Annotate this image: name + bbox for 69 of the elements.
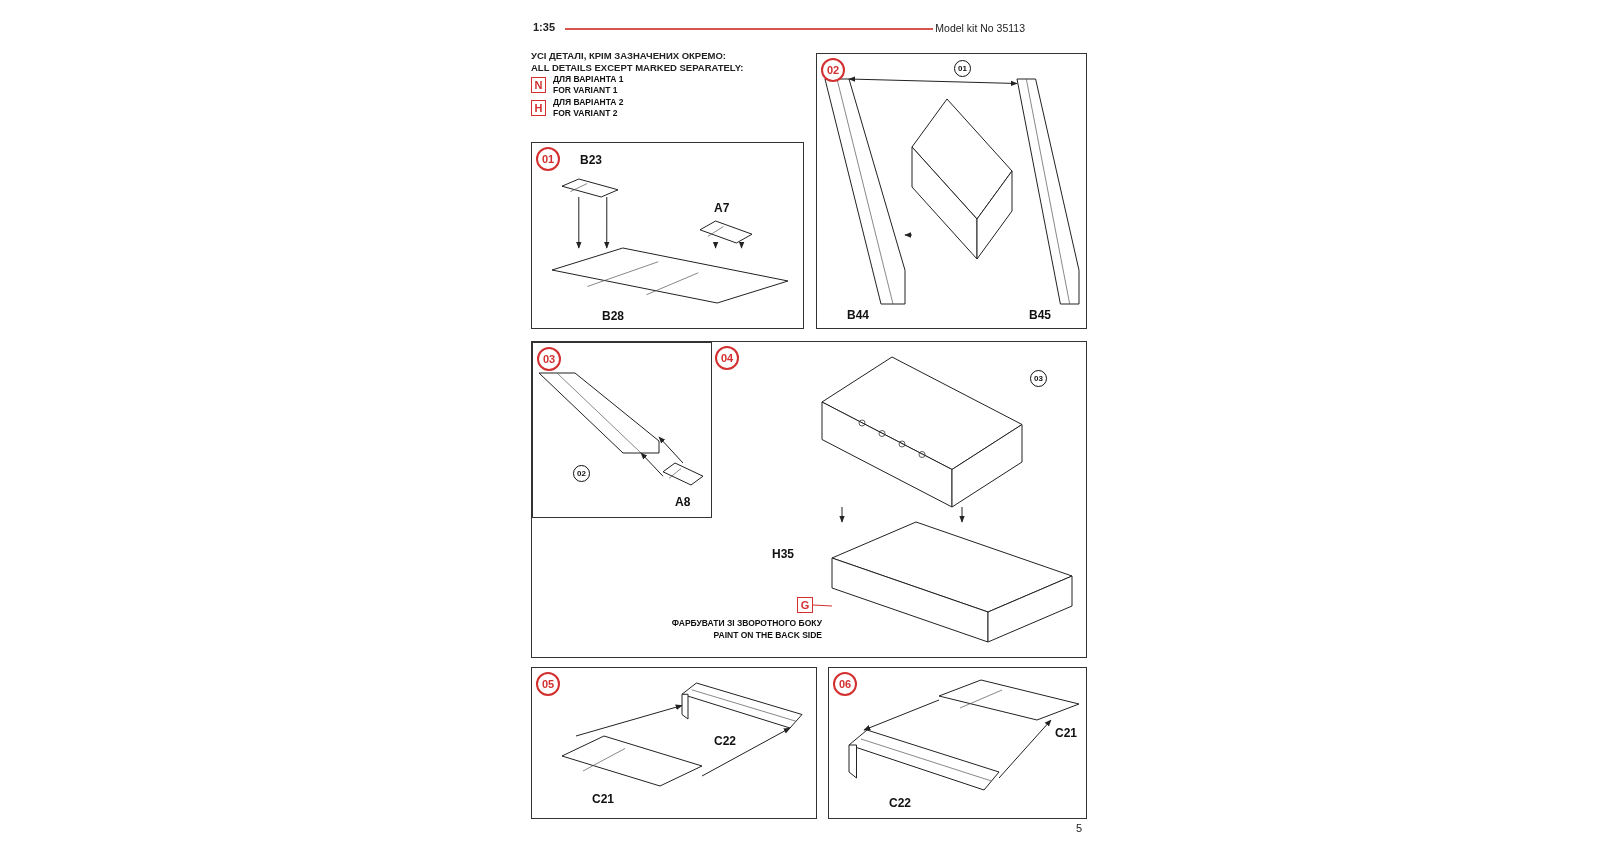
reference-number: 03	[1030, 370, 1047, 387]
step-number: 06	[833, 672, 857, 696]
part-number: C22	[889, 796, 911, 810]
part-number: C21	[1055, 726, 1077, 740]
note-text: ДЛЯ ВАРІАНТА 1	[553, 74, 624, 84]
assembly-arrow	[738, 241, 745, 249]
step-panel	[531, 667, 817, 819]
part-drawing	[912, 99, 1012, 259]
part-drawing	[822, 357, 1022, 507]
note-text: FOR VARIANT 2	[553, 108, 618, 118]
part-drawing	[552, 248, 788, 303]
part-number: H35	[772, 547, 794, 561]
note-text: FOR VARIANT 1	[553, 85, 618, 95]
page-text: Model kit No 35113	[934, 22, 1025, 34]
variant-mark: G	[797, 597, 813, 613]
page-text: УСІ ДЕТАЛІ, КРІМ ЗАЗНАЧЕНИХ ОКРЕМО:	[531, 50, 726, 61]
part-number: B23	[580, 153, 602, 167]
part-number: B28	[602, 309, 624, 323]
assembly-arrow	[959, 506, 965, 523]
part-drawing	[700, 221, 752, 243]
part-number: A8	[675, 495, 691, 509]
step-number: 03	[537, 347, 561, 371]
assembly-arrow	[863, 699, 940, 731]
assembly-arrow	[658, 436, 684, 464]
step-number: 05	[536, 672, 560, 696]
step-panel	[828, 667, 1087, 819]
assembly-arrow	[640, 452, 664, 477]
part-number: B44	[847, 308, 869, 322]
assembly-arrow	[998, 719, 1052, 779]
part-number: A7	[714, 201, 730, 215]
assembly-arrow	[848, 76, 1018, 87]
assembly-arrow	[575, 704, 683, 737]
note-text: ДЛЯ ВАРІАНТА 2	[553, 97, 624, 107]
note-text: ФАРБУВАТИ ЗІ ЗВОРОТНОГО БОКУ	[670, 618, 822, 628]
part-number: C22	[714, 734, 736, 748]
part-drawing	[562, 179, 618, 197]
page-text: ALL DETAILS EXCEPT MARKED SEPARATELY:	[531, 62, 744, 73]
part-number: B45	[1029, 308, 1051, 322]
part-drawing	[682, 683, 802, 728]
step-number: 01	[536, 147, 560, 171]
page-text: 1:35	[533, 21, 556, 33]
part-drawing	[663, 463, 703, 485]
step-panel	[531, 142, 804, 329]
part-drawing	[849, 730, 999, 790]
assembly-arrow	[603, 196, 610, 249]
part-drawing	[1017, 79, 1079, 304]
part-number: C21	[592, 792, 614, 806]
part-drawing	[939, 680, 1079, 720]
variant-mark: N	[531, 77, 546, 93]
part-drawing	[832, 522, 1072, 642]
assembly-arrow	[712, 241, 719, 249]
step-number: 04	[715, 346, 739, 370]
assembly-arrow	[839, 506, 845, 523]
reference-number: 02	[573, 465, 590, 482]
step-panel	[532, 342, 712, 518]
step-panel	[531, 341, 1087, 658]
assembly-arrow	[701, 727, 791, 777]
part-drawing	[825, 79, 905, 304]
part-drawing	[539, 373, 659, 453]
step-panel	[816, 53, 1087, 329]
part-drawing	[562, 736, 702, 786]
step-number: 02	[821, 58, 845, 82]
reference-number: 01	[954, 60, 971, 77]
page-text: 5	[1076, 822, 1083, 834]
leader-line	[812, 604, 833, 607]
assembly-arrow	[576, 196, 582, 249]
variant-mark: H	[531, 100, 546, 116]
assembly-arrow	[904, 232, 913, 238]
note-text: PAINT ON THE BACK SIDE	[712, 630, 822, 640]
